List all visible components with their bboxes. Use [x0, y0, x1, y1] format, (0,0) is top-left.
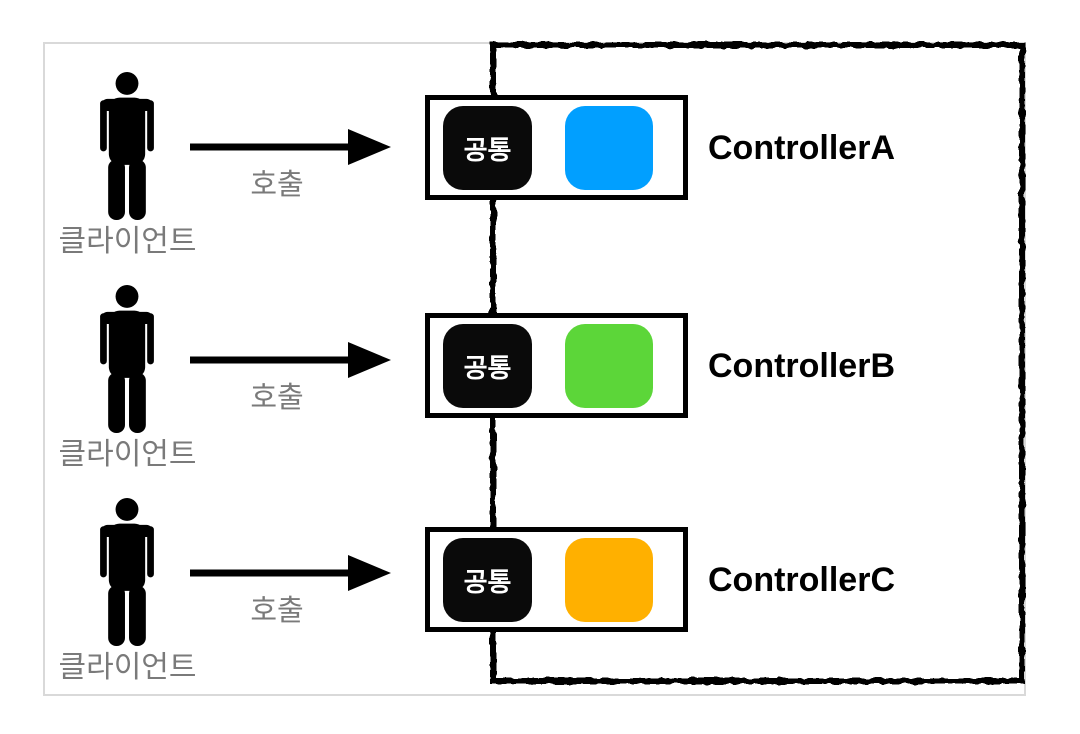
common-chip: 공통: [443, 324, 532, 408]
controller-box: 공통: [425, 313, 688, 418]
controller-name: ControllerB: [708, 347, 895, 385]
impl-chip: [565, 106, 653, 190]
client-label: 클라이언트: [58, 225, 197, 258]
call-label: 호출: [250, 382, 304, 414]
person-icon: [100, 498, 154, 646]
arrow-right-icon: [190, 342, 391, 378]
controller-name: ControllerC: [708, 561, 895, 599]
impl-chip: [565, 324, 653, 408]
person-icon: [100, 72, 154, 220]
arrow-right-icon: [190, 129, 391, 165]
common-chip: 공통: [443, 538, 532, 622]
call-label: 호출: [250, 169, 304, 201]
common-chip: 공통: [443, 106, 532, 190]
controller-box: 공통: [425, 95, 688, 200]
impl-chip: [565, 538, 653, 622]
common-chip-label: 공통: [463, 566, 512, 597]
call-label: 호출: [250, 595, 304, 627]
controller-name: ControllerA: [708, 129, 895, 167]
person-icon: [100, 285, 154, 433]
client-label: 클라이언트: [58, 651, 197, 684]
controller-box: 공통: [425, 527, 688, 632]
common-chip-label: 공통: [463, 134, 512, 165]
client-label: 클라이언트: [58, 438, 197, 471]
common-chip-label: 공통: [463, 352, 512, 383]
arrow-right-icon: [190, 555, 391, 591]
